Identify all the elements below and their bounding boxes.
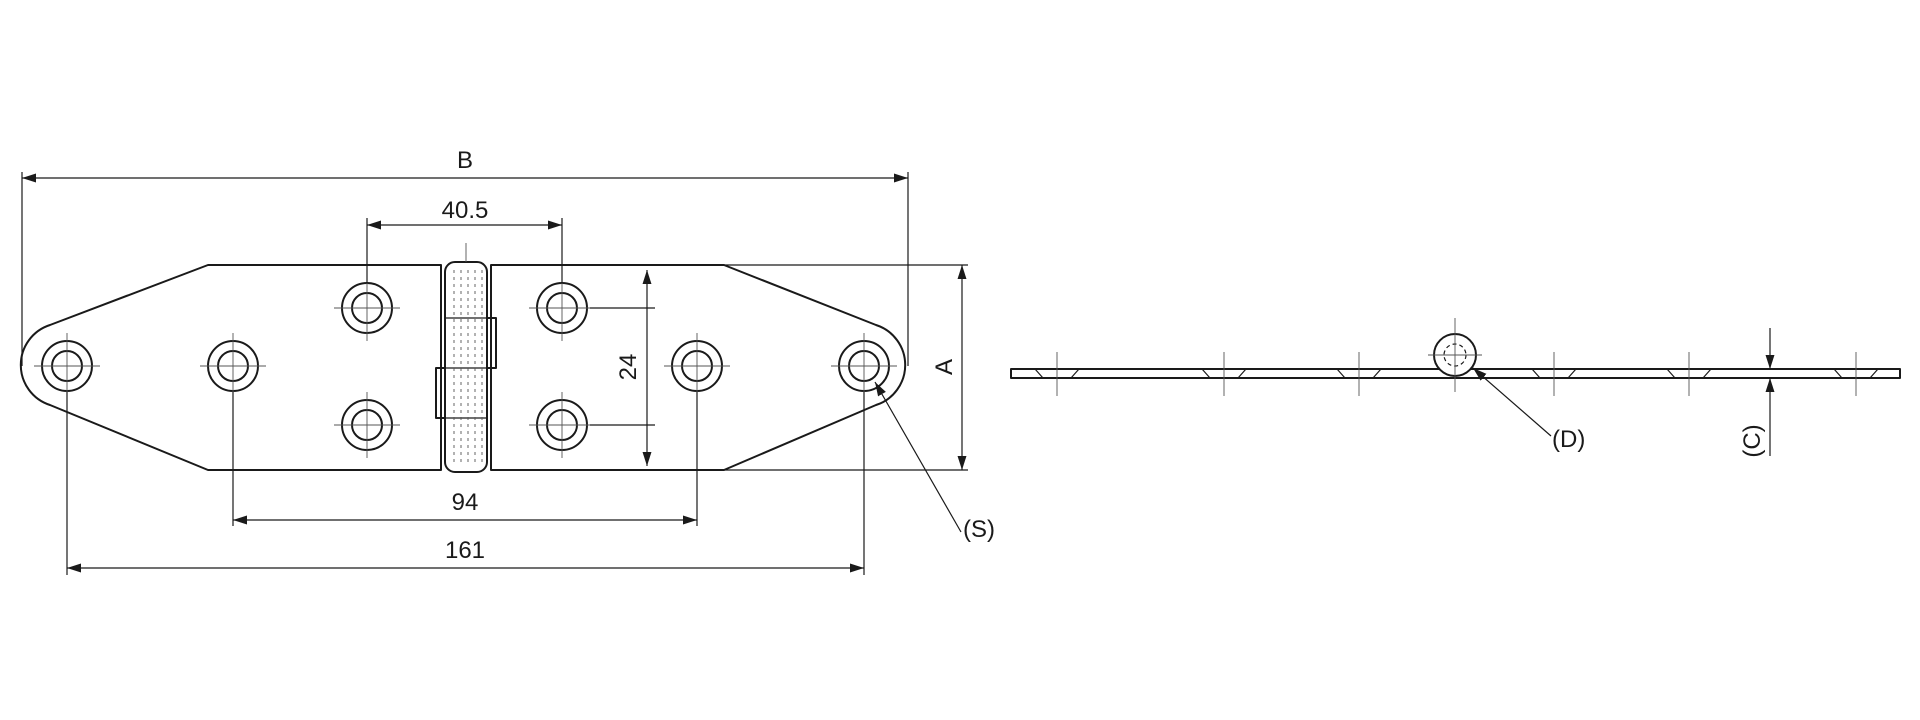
knuckle-tab-right bbox=[486, 317, 497, 369]
screw-hole bbox=[334, 392, 400, 458]
dimension-label-40-5: 40.5 bbox=[442, 197, 489, 224]
dimension-label-b: B bbox=[457, 147, 473, 174]
callout-label-d: (D) bbox=[1552, 426, 1585, 453]
screw-hole bbox=[831, 333, 897, 399]
side-view-holes bbox=[1034, 352, 1879, 396]
dimension-label-94: 94 bbox=[452, 489, 479, 516]
hinge-knuckle bbox=[435, 243, 497, 473]
dimension-b: B bbox=[21, 147, 909, 366]
dimension-161: 161 bbox=[66, 392, 865, 575]
dimension-24: 24 bbox=[590, 270, 655, 466]
dimension-94: 94 bbox=[232, 392, 698, 526]
dimension-label-161: 161 bbox=[445, 537, 485, 564]
callout-d: (D) bbox=[1472, 367, 1585, 453]
screw-hole bbox=[34, 333, 100, 399]
dimension-label-c: (C) bbox=[1739, 424, 1766, 457]
dimension-40-5: 40.5 bbox=[366, 197, 563, 283]
left-leaf-outline bbox=[19, 264, 442, 471]
knuckle-tab-left bbox=[435, 367, 446, 419]
side-view-knuckle bbox=[1428, 318, 1482, 392]
right-leaf-outline bbox=[490, 264, 907, 471]
dimension-label-a: A bbox=[931, 359, 958, 375]
screw-hole bbox=[529, 275, 595, 341]
knuckle-barrel bbox=[444, 261, 488, 473]
callout-label-s: (S) bbox=[963, 516, 995, 543]
dimension-label-24: 24 bbox=[615, 354, 642, 381]
screw-holes bbox=[34, 275, 897, 458]
screw-hole bbox=[200, 333, 266, 399]
callout-s: (S) bbox=[874, 381, 995, 543]
screw-hole bbox=[334, 275, 400, 341]
hinge-front-view bbox=[19, 243, 907, 473]
screw-hole bbox=[529, 392, 595, 458]
screw-hole bbox=[664, 333, 730, 399]
hinge-side-view bbox=[1010, 318, 1901, 396]
dimension-a: A bbox=[724, 264, 968, 471]
dimension-c: (C) bbox=[1739, 328, 1775, 458]
